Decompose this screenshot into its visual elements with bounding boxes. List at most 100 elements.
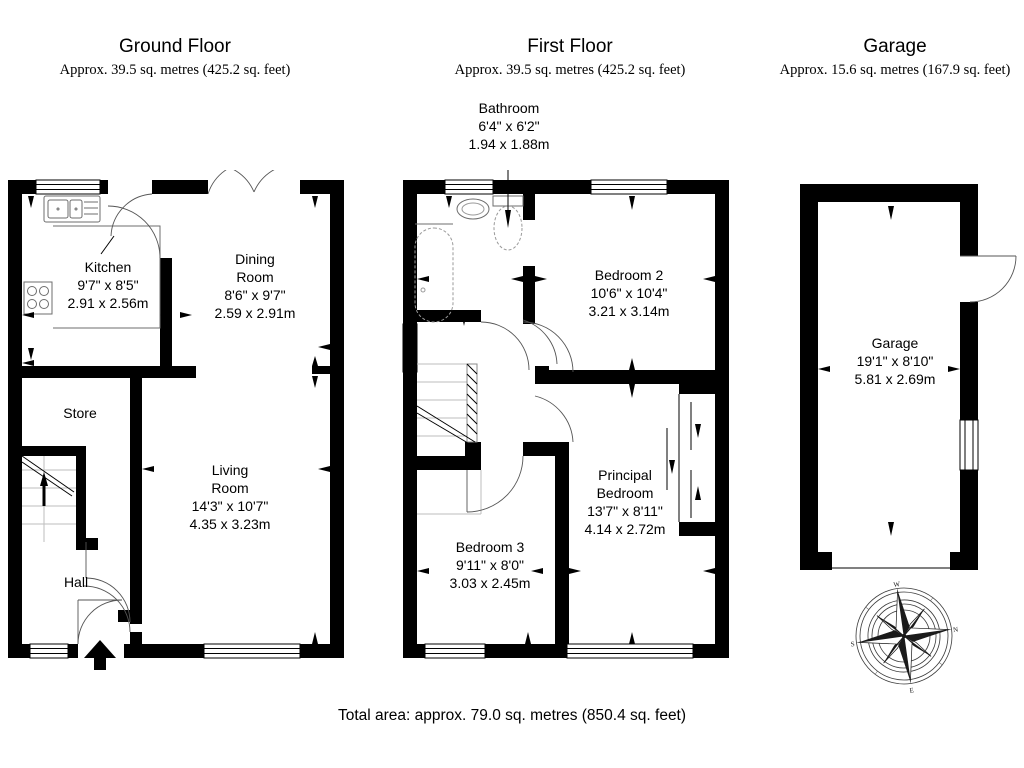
dining-room-imperial: 8'6" x 9'7" [224,287,286,303]
bedroom-2-metric: 3.21 x 3.14m [588,303,670,319]
room-label-bedroom-3: Bedroom 3 9'11" x 8'0" 3.03 x 2.45m [415,538,565,592]
kitchen-imperial: 9'7" x 8'5" [77,277,139,293]
entrance-arrow [84,640,116,670]
wall-top-mid-right [196,180,208,194]
door-swing-kitchen-inner [107,205,161,259]
dining-room-name-line2: Room [236,269,274,285]
ff-door-swing-bed2 [522,319,558,365]
wall-right-exterior [330,180,344,658]
garage-wall-bottom-right [950,552,978,570]
compass-label-left: S [850,640,855,648]
ff-wall-top-right [667,180,729,194]
door-swing-hall-living [85,577,131,623]
store-name: Store [63,405,97,421]
ff-wall-bottom-middle [485,644,567,658]
kitchen-worktop-outline [53,225,161,329]
door-swing-french-b [253,170,275,193]
ff-wall-principal-left-top [523,442,569,456]
ground-floor-subtitle: Approx. 39.5 sq. metres (425.2 sq. feet) [59,62,291,78]
ff-wall-stair-right [465,442,481,470]
ff-wall-wardrobe-bottom [679,522,715,536]
kitchen-metric: 2.91 x 2.56m [67,295,149,311]
compass-label-right: N [953,625,959,634]
bedroom-3-name: Bedroom 3 [455,539,525,555]
dining-room-metric: 2.59 x 2.91m [214,305,296,321]
ff-wall-left-exterior [403,180,417,658]
ff-window-principal-bottom [566,643,694,659]
ff-wall-landing-bottom [403,456,481,470]
first-floor-title: First Floor [527,36,613,57]
living-room-metric: 4.35 x 3.23m [189,516,271,532]
door-swing-kitchen-top [110,193,153,237]
staircase-first [416,363,482,515]
garage-imperial: 19'1" x 8'10" [856,353,934,369]
wall-store-stair-top [22,446,86,456]
compass-label-bottom: E [909,686,914,695]
garage-wall-bottom-left [800,552,832,570]
window-hall-bottom [29,643,69,659]
ff-door-swing-principal [534,395,574,443]
ff-wall-wardrobe-top [679,382,715,394]
bedroom-2-name: Bedroom 2 [594,267,664,283]
ff-direction-arrows [417,196,715,644]
bedroom-3-imperial: 9'11" x 8'0" [456,557,524,573]
wall-kitchen-dining [160,258,172,376]
compass-rose: W N E S [850,580,959,695]
room-label-hall: Hall [28,573,124,591]
garage-wall-top [800,184,978,202]
bathroom-imperial: 6'4" x 6'2" [478,118,540,134]
ff-wall-bed2-bottom-stub [535,366,549,384]
ff-wall-bathroom-right-lower [523,310,535,324]
garage-subtitle: Approx. 15.6 sq. metres (167.9 sq. feet) [779,62,1011,78]
wall-hall-living [130,366,142,610]
ff-wall-bathroom-right [523,266,535,316]
principal-bedroom-metric: 4.14 x 2.72m [584,521,666,537]
wall-hall-door-jamb [130,610,142,624]
wall-top-kitchen-right [100,180,108,194]
room-label-bathroom: Bathroom 6'4" x 6'2" 1.94 x 1.88m [434,99,584,153]
ground-floor-title: Ground Floor [119,36,231,57]
washbasin-icon [456,198,490,220]
ff-door-swing-bed2b [522,321,574,373]
ff-window-left-landing [402,323,418,373]
first-floor-plan [402,170,729,659]
room-label-garage: Garage 19'1" x 8'10" 5.81 x 2.69m [820,334,970,388]
staircase-ground [21,455,76,542]
principal-bedroom-name-line2: Bedroom [596,485,654,501]
garage-wall-right-lower [960,470,978,570]
stairs-up-arrow [40,472,48,486]
wall-top-left [8,180,36,194]
ff-wall-bottom-right-corner [693,644,729,658]
living-room-name-line1: Living [211,462,249,478]
ff-door-swing-bed3 [466,455,524,513]
ff-window-bathroom-top [444,179,494,195]
kitchen-name: Kitchen [84,259,132,275]
room-label-bedroom-2: Bedroom 2 10'6" x 10'4" 3.21 x 3.14m [554,266,704,320]
door-swing-french-left [207,170,227,195]
living-room-name-line2: Room [211,480,249,496]
kitchen-hob-icon [23,281,53,315]
room-label-principal-bedroom: Principal Bedroom 13'7" x 8'11" 4.14 x 2… [550,466,700,538]
wall-bottom-hall-right [68,644,78,658]
principal-bedroom-name-line1: Principal [598,467,652,483]
principal-bedroom-imperial: 13'7" x 8'11" [587,503,663,519]
ff-wall-bottom-left-corner [403,644,425,658]
ground-floor-plan [8,170,344,670]
garage-window-right [959,419,979,471]
garage-metric: 5.81 x 2.69m [854,371,936,387]
garage-wall-right-middle [960,302,978,420]
room-label-living-room: Living Room 14'3" x 10'7" 4.35 x 3.23m [155,461,305,533]
wall-hall-bottom-jamb [130,632,142,658]
compass-label-top: W [893,580,901,589]
wall-stair-right [76,446,86,548]
garage-title: Garage [863,36,927,57]
garage-door-swing [960,255,1017,303]
ff-wall-top-left [403,180,445,194]
first-floor-subtitle: Approx. 39.5 sq. metres (425.2 sq. feet) [454,62,686,78]
ff-door-swing-bathroom [480,321,530,371]
room-label-dining-room: Dining Room 8'6" x 9'7" 2.59 x 2.91m [180,250,330,322]
ff-wall-bed2-left [523,180,535,220]
kitchen-sink-icon [43,195,101,223]
wall-stair-bottom [76,538,98,550]
